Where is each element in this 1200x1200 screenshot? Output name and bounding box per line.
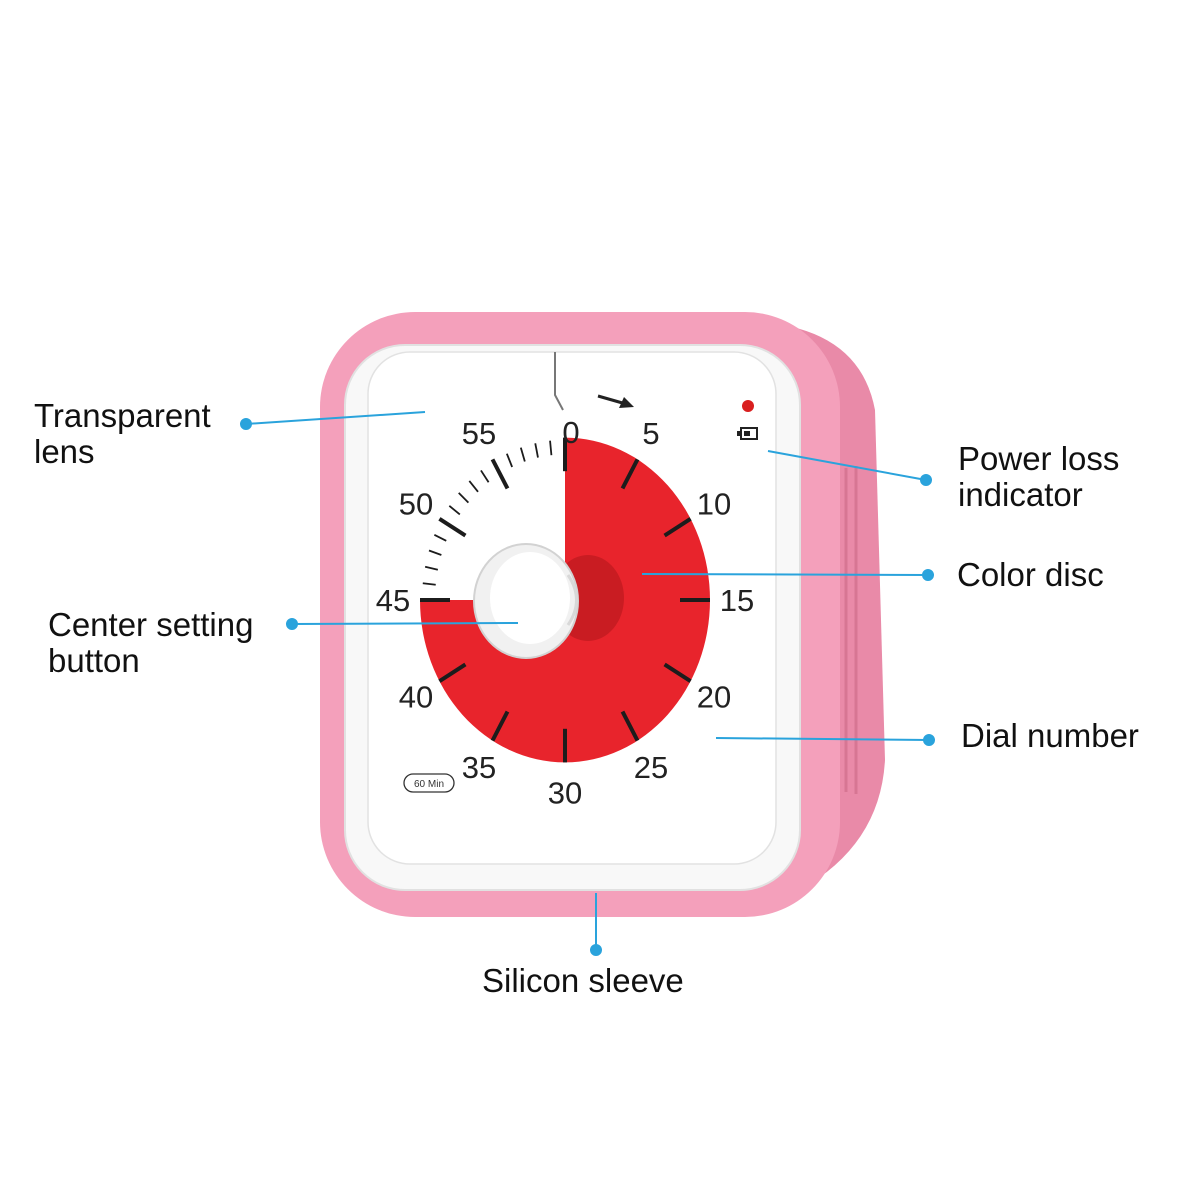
major-tick	[663, 662, 692, 683]
power-loss-label-line1: Power loss	[958, 440, 1120, 477]
dial-number-5: 5	[642, 416, 659, 451]
dial-number-25: 25	[634, 750, 668, 785]
dial-number-35: 35	[462, 750, 496, 785]
center-button-label-line1: Center setting	[48, 606, 254, 643]
major-tick	[663, 517, 692, 538]
dial-number-50: 50	[399, 487, 433, 522]
dial-number-15: 15	[720, 583, 754, 618]
minor-tick	[458, 492, 470, 504]
transparent-lens-label-line2: lens	[34, 433, 95, 470]
minor-tick	[422, 582, 436, 586]
center-setting-button-label: Center setting button	[48, 607, 253, 679]
dial-number-label: Dial number	[961, 717, 1139, 754]
dial-number-40: 40	[399, 679, 433, 714]
sixty-min-label: 60 Min	[414, 779, 444, 790]
major-tick	[490, 710, 510, 742]
major-tick	[438, 662, 467, 683]
dial-ticks	[420, 437, 710, 763]
silicon-sleeve-label: Silicon sleeve	[482, 962, 684, 999]
direction-arrow-icon	[597, 394, 634, 408]
major-tick	[438, 517, 467, 538]
power-loss-indicator-label: Power loss indicator	[958, 441, 1119, 513]
minor-tick	[448, 505, 461, 516]
transparent-lens-label-line1: Transparent	[34, 397, 211, 434]
power-loss-label-line2: indicator	[958, 476, 1083, 513]
major-tick	[620, 710, 640, 742]
minor-tick	[549, 440, 553, 456]
major-tick	[490, 458, 510, 490]
zero-marker	[554, 352, 564, 411]
battery-icon	[737, 427, 758, 440]
minor-tick	[428, 549, 442, 556]
minor-tick	[519, 447, 526, 462]
center-button-label-line2: button	[48, 642, 140, 679]
dial-number-45: 45	[376, 583, 410, 618]
minor-tick	[433, 534, 447, 542]
dial-number-30: 30	[548, 776, 582, 811]
minor-tick	[480, 469, 490, 483]
minor-tick	[506, 453, 513, 468]
color-disc-label: Color disc	[957, 556, 1104, 593]
dial-number-55: 55	[462, 416, 496, 451]
sixty-min-badge: 60 Min	[403, 773, 455, 793]
center-setting-button[interactable]	[473, 543, 624, 659]
dial-numbers: 0 5 10 15 20 25 30 35 40 45 50 55	[376, 415, 754, 811]
minor-tick	[468, 480, 479, 493]
minor-tick	[534, 443, 539, 458]
transparent-lens-label: Transparent lens	[34, 398, 211, 470]
color-disc[interactable]	[419, 437, 710, 763]
dial-number-20: 20	[697, 679, 731, 714]
power-loss-led	[742, 400, 754, 412]
leader-lines	[240, 411, 935, 956]
minor-tick	[424, 565, 439, 571]
knob-icon	[473, 543, 579, 659]
dial-number-0: 0	[562, 415, 579, 450]
major-tick	[620, 458, 640, 490]
dial-number-10: 10	[697, 487, 731, 522]
